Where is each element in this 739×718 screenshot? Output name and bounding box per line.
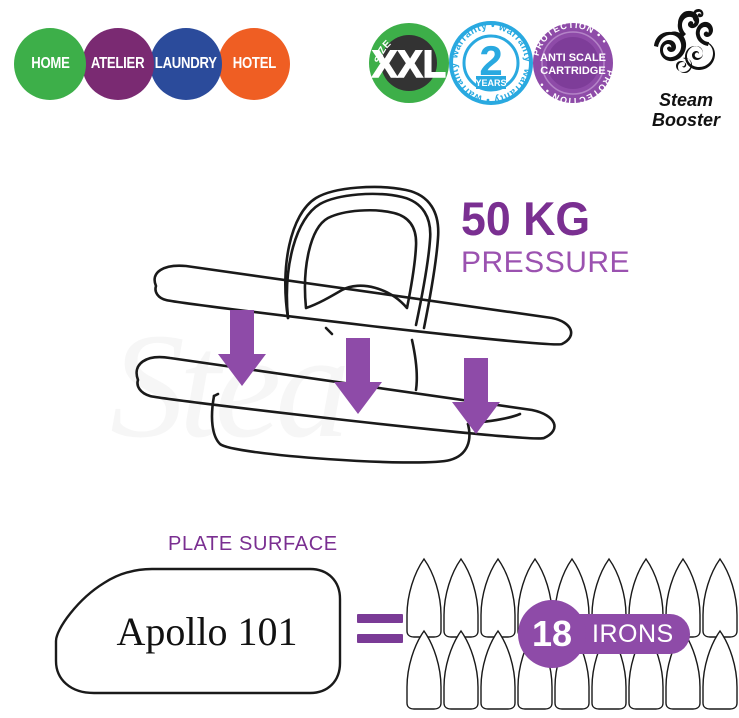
equals-bar-bottom [357,634,403,643]
category-circle-home[interactable]: HOME [14,28,86,100]
category-label: LAUNDRY [155,55,217,72]
size-value: XXL [372,44,446,86]
pressure-arrow-group [218,310,500,434]
category-label: ATELIER [91,55,145,72]
ironing-press-illustration [120,168,600,468]
category-circle-laundry[interactable]: LAUNDRY [150,28,222,100]
equals-sign [357,614,403,643]
pressure-arrow [218,310,266,386]
steam-swirl-icon [654,8,715,73]
steam-booster-line1: Steam [658,90,714,110]
anti-scale-line2: CARTRIDGE [540,65,605,77]
warranty-unit-label: YEARS [475,78,506,88]
steam-booster-line2: Booster [651,110,720,130]
pressure-callout: 50 KG PRESSURE [461,195,630,278]
category-circle-group: HOME ATELIER LAUNDRY HOTEL [14,28,290,100]
category-label: HOTEL [232,55,276,72]
category-label: HOME [30,55,70,72]
irons-count-badge: IRONS 18 [518,600,690,668]
size-xxl-badge: SIZE XXL [366,20,452,106]
anti-scale-line1: ANTI SCALE [540,52,606,64]
anti-scale-protection-badge: PROTECTION • • PROTECTION • • ANTI SCALE… [530,20,616,106]
irons-count-value: 18 [518,600,586,668]
plate-surface-label: PLATE SURFACE [168,533,338,555]
pressure-value: 50 KG [461,192,591,245]
iron-plate-shape [52,563,344,699]
warranty-badge: warranty • warranty • warranty • warrant… [448,20,534,106]
pressure-arrow [452,358,500,434]
equals-bar-top [357,614,403,623]
pressure-label: PRESSURE [461,246,631,279]
warranty-years-value: 2 [479,37,502,84]
category-circle-atelier[interactable]: ATELIER [82,28,154,100]
pressure-arrow [334,338,382,414]
badge-group: SIZE XXL warranty • warranty • warranty … [366,20,614,106]
steam-booster-logo: Steam Booster [638,8,734,130]
category-circle-hotel[interactable]: HOTEL [218,28,290,100]
